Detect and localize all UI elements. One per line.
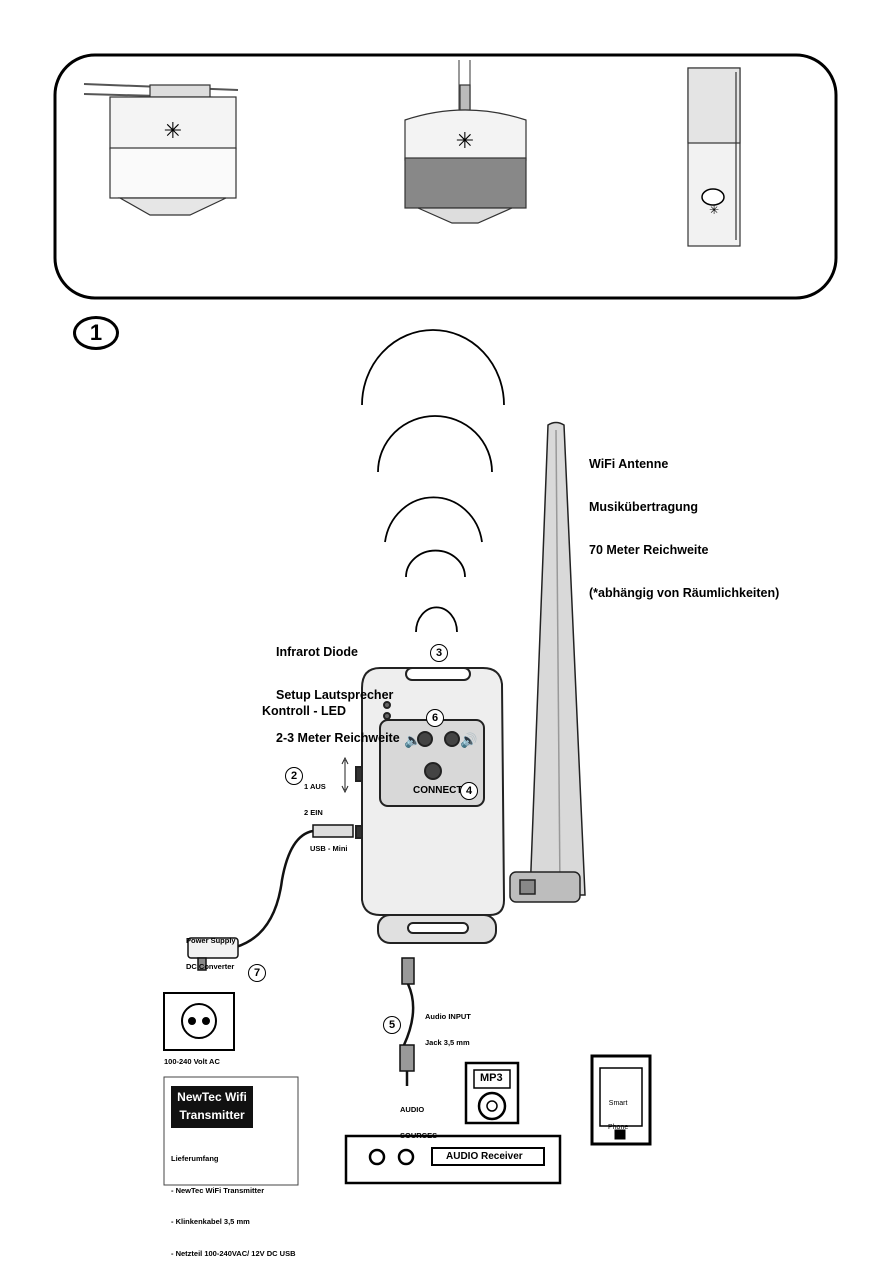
audio-sources-line2: SOURCES xyxy=(400,1131,438,1141)
smartphone xyxy=(590,1054,652,1146)
ir-diode-label: Infrarot Diode Setup Lautsprecher 2-3 Me… xyxy=(276,616,400,760)
antenna-label-line: 70 Meter Reichweite xyxy=(589,543,709,557)
smartphone-label: Smart Phone xyxy=(608,1084,628,1140)
audio-sources-label: AUDIO SOURCES xyxy=(400,1089,437,1149)
product-box-contents: Lieferumfang - NewTec WiFi Transmitter -… xyxy=(171,1133,296,1270)
callout-6: 6 xyxy=(426,709,444,727)
power-supply xyxy=(187,937,239,971)
audio-receiver-label: AUDIO Receiver xyxy=(446,1151,523,1162)
product-box-title-line2: Transmitter xyxy=(179,1108,245,1122)
top-frame xyxy=(53,53,838,300)
mp3-label: MP3 xyxy=(480,1072,503,1084)
svg-text:🔈: 🔈 xyxy=(404,733,421,749)
contents-title: Lieferumfang xyxy=(171,1154,219,1163)
switch-label-off: 1 AUS xyxy=(304,782,326,792)
audio-input-label: Audio INPUT Jack 3,5 mm xyxy=(425,996,471,1056)
audio-receiver xyxy=(344,1134,562,1185)
connect-label: CONNECT xyxy=(413,785,463,796)
usb-cable xyxy=(235,824,354,949)
svg-text:✳: ✳ xyxy=(456,129,474,154)
wall-speaker-illustration: ✳ xyxy=(687,67,741,247)
spotlight-gray-illustration: ✳ xyxy=(404,60,527,224)
antenna-label: WiFi Antenne Musikübertragung 70 Meter R… xyxy=(589,428,779,615)
antenna-label-line: (*abhängig von Räumlichkeiten) xyxy=(589,586,780,601)
audio-input-line2: Jack 3,5 mm xyxy=(425,1038,470,1048)
antenna-label-line: WiFi Antenne xyxy=(589,456,669,471)
control-led-label: Kontroll - LED xyxy=(262,704,347,718)
voltage-label: 100-240 Volt AC xyxy=(164,1057,220,1066)
smartphone-line2: Phone xyxy=(608,1124,629,1132)
callout-3: 3 xyxy=(430,644,448,662)
switch-label-on: 2 EIN xyxy=(304,808,323,818)
usb-mini-label: USB - Mini xyxy=(310,844,348,853)
power-supply-line1: Power Supply xyxy=(186,936,236,946)
smartphone-line1: Smart xyxy=(608,1100,628,1108)
audio-sources-line1: AUDIO xyxy=(400,1105,425,1115)
step-badge: 1 xyxy=(73,316,119,350)
wifi-antenna xyxy=(509,421,586,903)
svg-text:🔊: 🔊 xyxy=(460,731,477,749)
callout-7: 7 xyxy=(248,964,266,982)
audio-input-line1: Audio INPUT xyxy=(425,1012,471,1022)
wall-outlet xyxy=(163,992,235,1051)
contents-item: - Netzteil 100-240VAC/ 12V DC USB xyxy=(171,1248,296,1258)
antenna-label-line: Musikübertragung xyxy=(589,499,699,514)
signal-waves xyxy=(361,329,505,633)
svg-text:✳: ✳ xyxy=(164,119,182,144)
transmitter-device: 🔈 🔊 xyxy=(341,667,506,944)
callout-4: 4 xyxy=(460,782,478,800)
audio-cable xyxy=(399,957,415,1086)
product-box-title: NewTec Wifi Transmitter xyxy=(171,1086,253,1128)
spotlight-white-illustration: ✳ xyxy=(83,83,239,216)
contents-item: - Klinkenkabel 3,5 mm xyxy=(171,1217,250,1226)
product-box-title-line1: NewTec Wifi xyxy=(177,1090,247,1104)
ir-label-line: Infrarot Diode xyxy=(276,644,358,659)
power-supply-line2: DC Converter xyxy=(186,962,235,972)
callout-5: 5 xyxy=(383,1016,401,1034)
callout-2: 2 xyxy=(285,767,303,785)
mp3-player xyxy=(464,1061,520,1125)
svg-text:✳: ✳ xyxy=(709,203,719,217)
contents-item: - NewTec WiFi Transmitter xyxy=(171,1185,265,1195)
power-supply-label: Power Supply DC Converter xyxy=(186,920,236,980)
ir-label-line: 2-3 Meter Reichweite xyxy=(276,731,400,745)
switch-label: 1 AUS 2 EIN xyxy=(304,766,326,826)
ir-label-line: Setup Lautsprecher xyxy=(276,687,394,702)
